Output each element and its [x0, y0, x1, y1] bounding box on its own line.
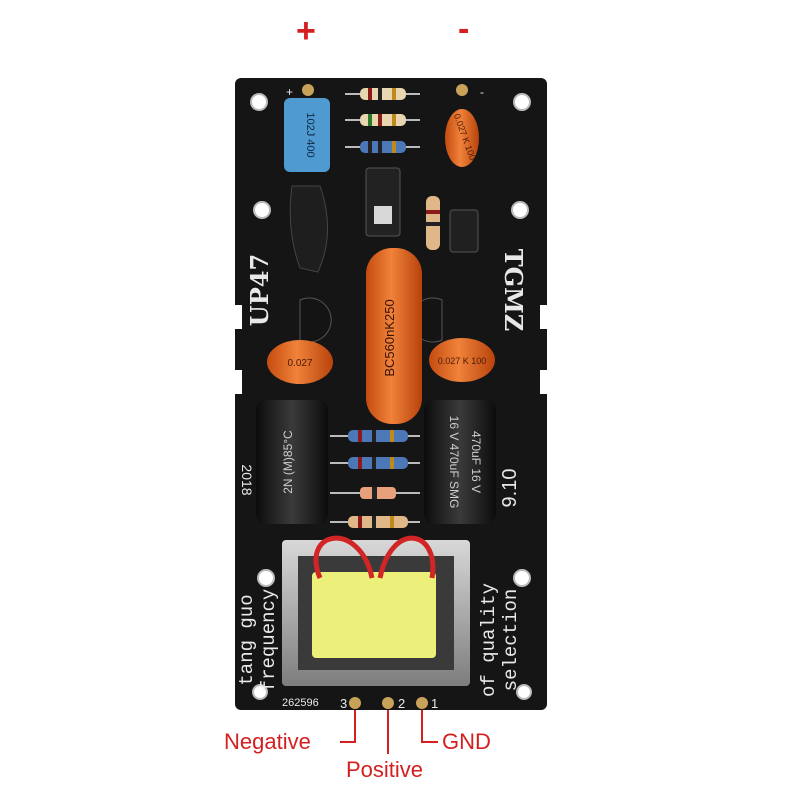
left-orange-capacitor — [267, 340, 333, 384]
pin-number-3: 3 — [340, 696, 347, 711]
plus-terminal-label: + — [296, 12, 316, 50]
big-capacitor-text: BC560nK250 — [382, 299, 397, 376]
silkscreen-serial: 262596 — [282, 697, 319, 709]
right-electrolytic-text: 16 V 470uF SMG — [447, 416, 461, 509]
pin-number-1: 1 — [431, 696, 438, 711]
plus-pad — [302, 84, 314, 96]
right-electrolytic-text-2: 470uF 16 V — [469, 431, 483, 493]
red-wires — [313, 535, 436, 579]
right-electrolytic-capacitor — [424, 400, 496, 524]
black-tube-part — [289, 185, 328, 273]
transformer-coil — [312, 572, 436, 658]
silkscreen-slogan-line2: selection — [500, 589, 522, 692]
silkscreen-year: 2018 — [239, 464, 255, 495]
positive-pin-label: Positive — [346, 757, 424, 782]
left-orange-capacitor-text: 0.027 — [287, 358, 312, 369]
silkscreen-minus-mark: - — [480, 85, 484, 99]
silkscreen-brand-line1: tang guo — [236, 594, 258, 685]
middle-resistors — [330, 430, 420, 528]
small-orange-capacitor — [445, 109, 479, 167]
gnd-pin-label: GND — [442, 729, 491, 754]
silkscreen-up47: UP47 — [245, 254, 274, 326]
silkscreen-brand-line2: frequency — [258, 589, 280, 692]
minus-terminal-label: - — [458, 10, 470, 48]
top-resistors — [345, 88, 420, 153]
right-orange-capacitor-text: 0.027 K 100 — [438, 356, 487, 366]
silkscreen-slogan-line1: of quality — [478, 583, 500, 697]
output-pins — [349, 697, 428, 709]
small-inductor — [449, 209, 479, 253]
blue-capacitor-text: 102J 400 — [304, 112, 316, 157]
mounting-holes — [232, 93, 550, 700]
left-electrolytic-text: 2N (M)85°C — [281, 430, 295, 494]
minus-pad — [456, 84, 468, 96]
negative-pin-label: Negative — [224, 729, 311, 754]
diode-block — [365, 167, 401, 237]
silkscreen-version: 9.10 — [499, 469, 521, 508]
blue-capacitor — [284, 98, 330, 172]
silkscreen-tgmz: TGMZ — [499, 249, 528, 331]
big-orange-capacitor — [366, 248, 422, 424]
left-electrolytic-capacitor — [256, 400, 328, 524]
callout-lines — [340, 710, 438, 754]
pin-number-2: 2 — [398, 696, 405, 711]
silkscreen-plus-mark: + — [286, 85, 293, 99]
right-orange-capacitor — [429, 338, 495, 382]
